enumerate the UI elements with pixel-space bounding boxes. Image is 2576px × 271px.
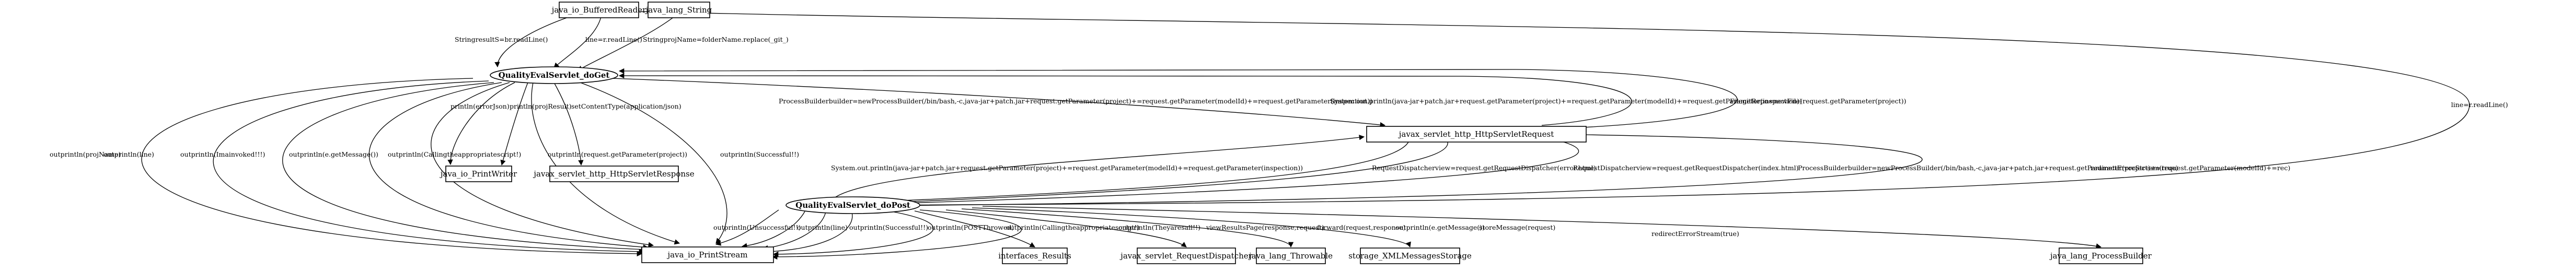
node-process-builder-label: java_lang_ProcessBuilder xyxy=(2049,251,2152,261)
edge-get-ps-line xyxy=(213,80,645,255)
label-get-pw-result: println(projResult) xyxy=(510,102,572,110)
label-post-req-sysout: System.out.println(java-jar+patch.jar+re… xyxy=(831,164,1303,172)
edge-post-ps-unsuccess xyxy=(715,209,779,246)
edge-req-post-redirect xyxy=(887,134,1923,209)
label-get-ps-projname: outprintln(projName) xyxy=(50,150,121,158)
edges xyxy=(141,11,2470,260)
node-do-post[interactable]: QualityEvalServlet_doPost xyxy=(785,196,920,214)
label-req-get-sysout: System.out.println(java-jar+patch.jar+re… xyxy=(1330,97,1802,105)
edge-get-resp xyxy=(553,82,584,166)
node-process-builder[interactable]: java_lang_ProcessBuilder xyxy=(2049,248,2152,264)
label-post-ps-unsuccess: outprintln(Unsuccessful!!) xyxy=(713,223,801,231)
label-br-post-readline: line=r.readLine() xyxy=(2451,101,2508,109)
label-req-get-filegit: FilegitRepo=newFile(request.getParameter… xyxy=(1730,97,1906,105)
label-get-ps-project: outprintln(request.getParameter(project)… xyxy=(548,150,687,158)
edge-br-get-line xyxy=(553,16,602,68)
edge-get-ps-invoked xyxy=(282,82,647,252)
node-http-response-label: javax_servlet_http_HttpServletResponse xyxy=(533,169,694,179)
node-lang-string-label: java_lang_String xyxy=(645,5,712,15)
label-req-post-rd-index: RequestDispatcherview=request.getRequest… xyxy=(1573,164,1799,172)
edge-get-req-pb xyxy=(611,78,1386,128)
node-print-stream[interactable]: java_io_PrintStream xyxy=(641,246,774,263)
edge-post-ps-throwed xyxy=(767,211,853,254)
label-post-storage: storeMessage(request) xyxy=(1479,223,1555,231)
edge-post-throwable xyxy=(961,208,1294,248)
edge-post-ps-line xyxy=(741,211,805,249)
label-get-req-pb: ProcessBuilderbuilder=newProcessBuilder(… xyxy=(779,97,1372,105)
node-lang-throwable-label: java_lang_Throwable xyxy=(1248,251,1333,261)
node-do-get-label: QualityEvalServlet_doGet xyxy=(499,70,610,80)
label-post-ps-success: outprintln(Successful!!) xyxy=(849,223,928,231)
label-post-ps-getmsg: outprintln(e.getMessage()) xyxy=(1395,223,1485,231)
node-print-stream-label: java_io_PrintStream xyxy=(666,250,747,260)
edge-req-post-pb xyxy=(887,140,1579,206)
edge-post-req-sysout xyxy=(830,134,1365,202)
label-post-ps-theyaresall: outprintln(Theyaresall!!) xyxy=(1118,223,1200,231)
node-http-response[interactable]: javax_servlet_http_HttpServletResponse xyxy=(533,166,695,182)
label-post-pb: redirectErrorStream(true) xyxy=(1651,230,1739,238)
label-post-ps-calling: outprintln(Callingtheappropriatescript!) xyxy=(1006,223,1139,231)
edge-post-results xyxy=(914,210,1035,248)
node-print-writer-label: java_io_PrintWriter xyxy=(440,169,517,179)
node-storage-xml-label: storage_XMLMessagesStorage xyxy=(1348,251,1472,261)
edge-get-ps-success xyxy=(580,82,727,244)
edge-br-get-readline xyxy=(494,16,570,68)
edge-get-pw-error xyxy=(447,82,515,166)
label-post-ps-throwed: outprintln(POSTThrowed) xyxy=(928,223,1014,231)
node-lang-string[interactable]: java_lang_String xyxy=(645,2,712,18)
node-interfaces-results[interactable]: interfaces_Results xyxy=(998,248,1071,264)
edge-get-ps-getmsg xyxy=(368,82,649,250)
node-lang-throwable[interactable]: java_lang_Throwable xyxy=(1248,248,1333,264)
edge-post-dispatcher xyxy=(945,209,1187,248)
edge-req-post-rd-error xyxy=(877,142,1409,204)
label-str-get: StringprojName=folderName.replace(_git_) xyxy=(643,36,789,43)
node-http-request-label: javax_servlet_http_HttpServletRequest xyxy=(1398,129,1554,139)
label-br-get-readline: StringresultS=br.readLine() xyxy=(455,36,548,43)
node-http-request[interactable]: javax_servlet_http_HttpServletRequest xyxy=(1366,126,1587,143)
node-request-dispatcher-label: javax_servlet_RequestDispatcher xyxy=(1119,251,1252,261)
label-get-pw-error: println(errorJson) xyxy=(450,102,510,110)
node-buffered-reader[interactable]: java_io_BufferedReader xyxy=(551,2,646,18)
edge-post-pb xyxy=(982,206,2102,249)
edge-get-ps-calling xyxy=(431,82,654,248)
node-do-get[interactable]: QualityEvalServlet_doGet xyxy=(490,66,618,84)
label-req-post-rd-error: RequestDispatcherview=request.getRequest… xyxy=(1372,164,1596,172)
edge-req-get-sysout xyxy=(618,73,1632,126)
label-get-ps-getmsg: outprintln(e.getMessage()) xyxy=(289,150,378,158)
node-buffered-reader-label: java_io_BufferedReader xyxy=(551,5,646,15)
edge-req-post-rd-index xyxy=(887,142,1448,205)
label-get-resp: setContentType(application/json) xyxy=(571,102,681,110)
label-req-post-redirect: redirectErrorStream(true) xyxy=(2090,164,2178,172)
node-storage-xml[interactable]: storage_XMLMessagesStorage xyxy=(1348,248,1472,264)
edge-post-ps-calling xyxy=(772,210,934,257)
edge-req-get-filegit xyxy=(618,68,1738,128)
edge-str-get xyxy=(577,16,675,71)
node-print-writer[interactable]: java_io_PrintWriter xyxy=(440,166,517,182)
node-do-post-label: QualityEvalServlet_doPost xyxy=(795,201,910,210)
edge-br-post-readline xyxy=(638,11,2470,208)
node-interfaces-results-label: interfaces_Results xyxy=(998,251,1071,261)
label-post-ps-line: outprintln(line) xyxy=(797,223,848,231)
label-get-ps-line: outprintln(line) xyxy=(103,150,154,158)
edge-post-ps-theyaresall xyxy=(771,209,1022,260)
edge-post-storage xyxy=(972,207,1411,248)
node-request-dispatcher[interactable]: javax_servlet_RequestDispatcher xyxy=(1119,248,1253,264)
label-post-results: viewResultsPage(response,request) xyxy=(1206,223,1324,231)
nodes: java_io_BufferedReader java_lang_String … xyxy=(440,2,2152,264)
edge-get-ps-projname xyxy=(141,78,643,257)
edge-labels: StringresultS=br.readLine() line=r.readL… xyxy=(50,36,2508,238)
label-get-ps-success: outprintln(Successful!!) xyxy=(720,150,799,158)
label-post-dispatcher: forward(request,response) xyxy=(1317,223,1405,231)
label-get-ps-invoked: outprintln(Imainvoked!!!) xyxy=(180,150,265,158)
label-req-post-pb: ProcessBuilderbuilder=newProcessBuilder(… xyxy=(1798,164,2290,172)
edge-get-pw-result xyxy=(500,82,528,166)
label-get-ps-calling: outprintln(Callingtheappropriatescript!) xyxy=(388,150,521,158)
label-br-get-line: line=r.readLine() xyxy=(585,36,642,43)
